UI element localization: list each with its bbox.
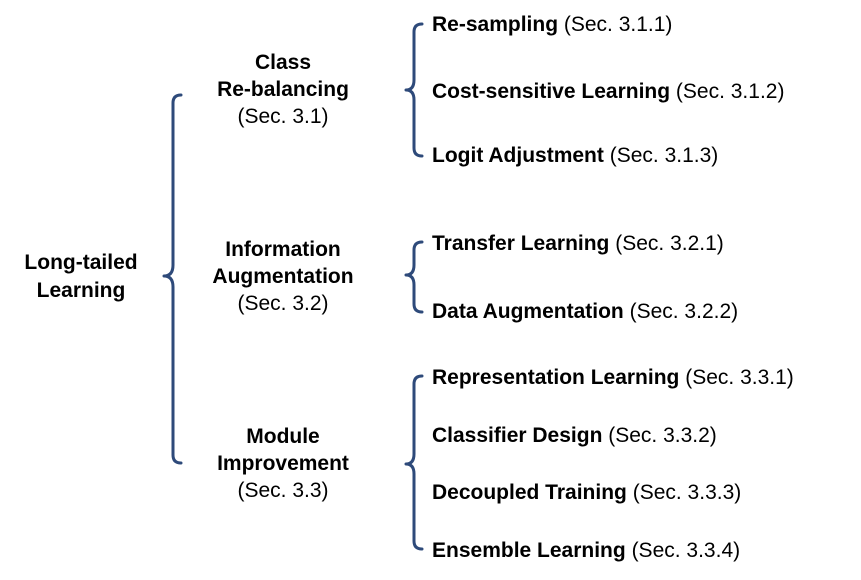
category-line2: Augmentation [212, 265, 354, 288]
leaf-representation-learning: Representation Learning (Sec. 3.3.1) [432, 365, 794, 391]
category-line2: Re-balancing [217, 78, 349, 101]
leaf-sec: (Sec. 3.3.4) [631, 539, 741, 562]
leaf-classifier-design: Classifier Design (Sec. 3.3.2) [432, 423, 717, 449]
leaf-sec: (Sec. 3.1.1) [563, 13, 673, 36]
category-sec: (Sec. 3.2) [237, 292, 329, 315]
root-node: Long-tailed Learning [0, 249, 162, 305]
leaf-logit-adjustment: Logit Adjustment (Sec. 3.1.3) [432, 143, 718, 169]
leaf-decoupled-training: Decoupled Training (Sec. 3.3.3) [432, 480, 741, 506]
category-sec: (Sec. 3.1) [237, 105, 329, 128]
leaf-sec: (Sec. 3.1.3) [609, 144, 719, 167]
leaf-name: Cost-sensitive Learning [432, 80, 671, 103]
category-module-improvement: Module Improvement (Sec. 3.3) [183, 423, 383, 504]
leaf-name: Logit Adjustment [432, 144, 604, 167]
leaf-transfer-learning: Transfer Learning (Sec. 3.2.1) [432, 231, 724, 257]
leaf-sec: (Sec. 3.3.1) [685, 366, 794, 389]
leaf-ensemble-learning: Ensemble Learning (Sec. 3.3.4) [432, 538, 740, 564]
leaf-name: Representation Learning [432, 366, 680, 389]
leaf-sec: (Sec. 3.3.2) [608, 424, 717, 447]
information-augmentation-brace [404, 240, 424, 314]
leaf-name: Classifier Design [432, 424, 603, 447]
leaf-name: Transfer Learning [432, 232, 610, 255]
category-line1: Class [254, 51, 312, 74]
category-sec: (Sec. 3.3) [237, 479, 329, 502]
module-improvement-brace [404, 374, 424, 551]
leaf-sec: (Sec. 3.3.3) [632, 481, 742, 504]
category-class-rebalancing: Class Re-balancing (Sec. 3.1) [183, 49, 383, 130]
root-brace [162, 93, 183, 465]
class-rebalancing-brace [404, 22, 424, 158]
leaf-sec: (Sec. 3.2.2) [629, 300, 739, 323]
category-line1: Information [225, 238, 341, 261]
leaf-cost-sensitive-learning: Cost-sensitive Learning (Sec. 3.1.2) [432, 79, 784, 105]
leaf-re-sampling: Re-sampling (Sec. 3.1.1) [432, 12, 672, 38]
category-information-augmentation: Information Augmentation (Sec. 3.2) [183, 236, 383, 317]
root-line2: Learning [36, 279, 126, 302]
leaf-sec: (Sec. 3.1.2) [675, 80, 785, 103]
leaf-sec: (Sec. 3.2.1) [615, 232, 724, 255]
leaf-name: Decoupled Training [432, 481, 627, 504]
leaf-data-augmentation: Data Augmentation (Sec. 3.2.2) [432, 299, 738, 325]
category-line1: Module [246, 425, 320, 448]
root-line1: Long-tailed [24, 251, 138, 274]
category-line2: Improvement [217, 452, 349, 475]
leaf-name: Ensemble Learning [432, 539, 626, 562]
leaf-name: Re-sampling [432, 13, 559, 36]
leaf-name: Data Augmentation [432, 300, 624, 323]
